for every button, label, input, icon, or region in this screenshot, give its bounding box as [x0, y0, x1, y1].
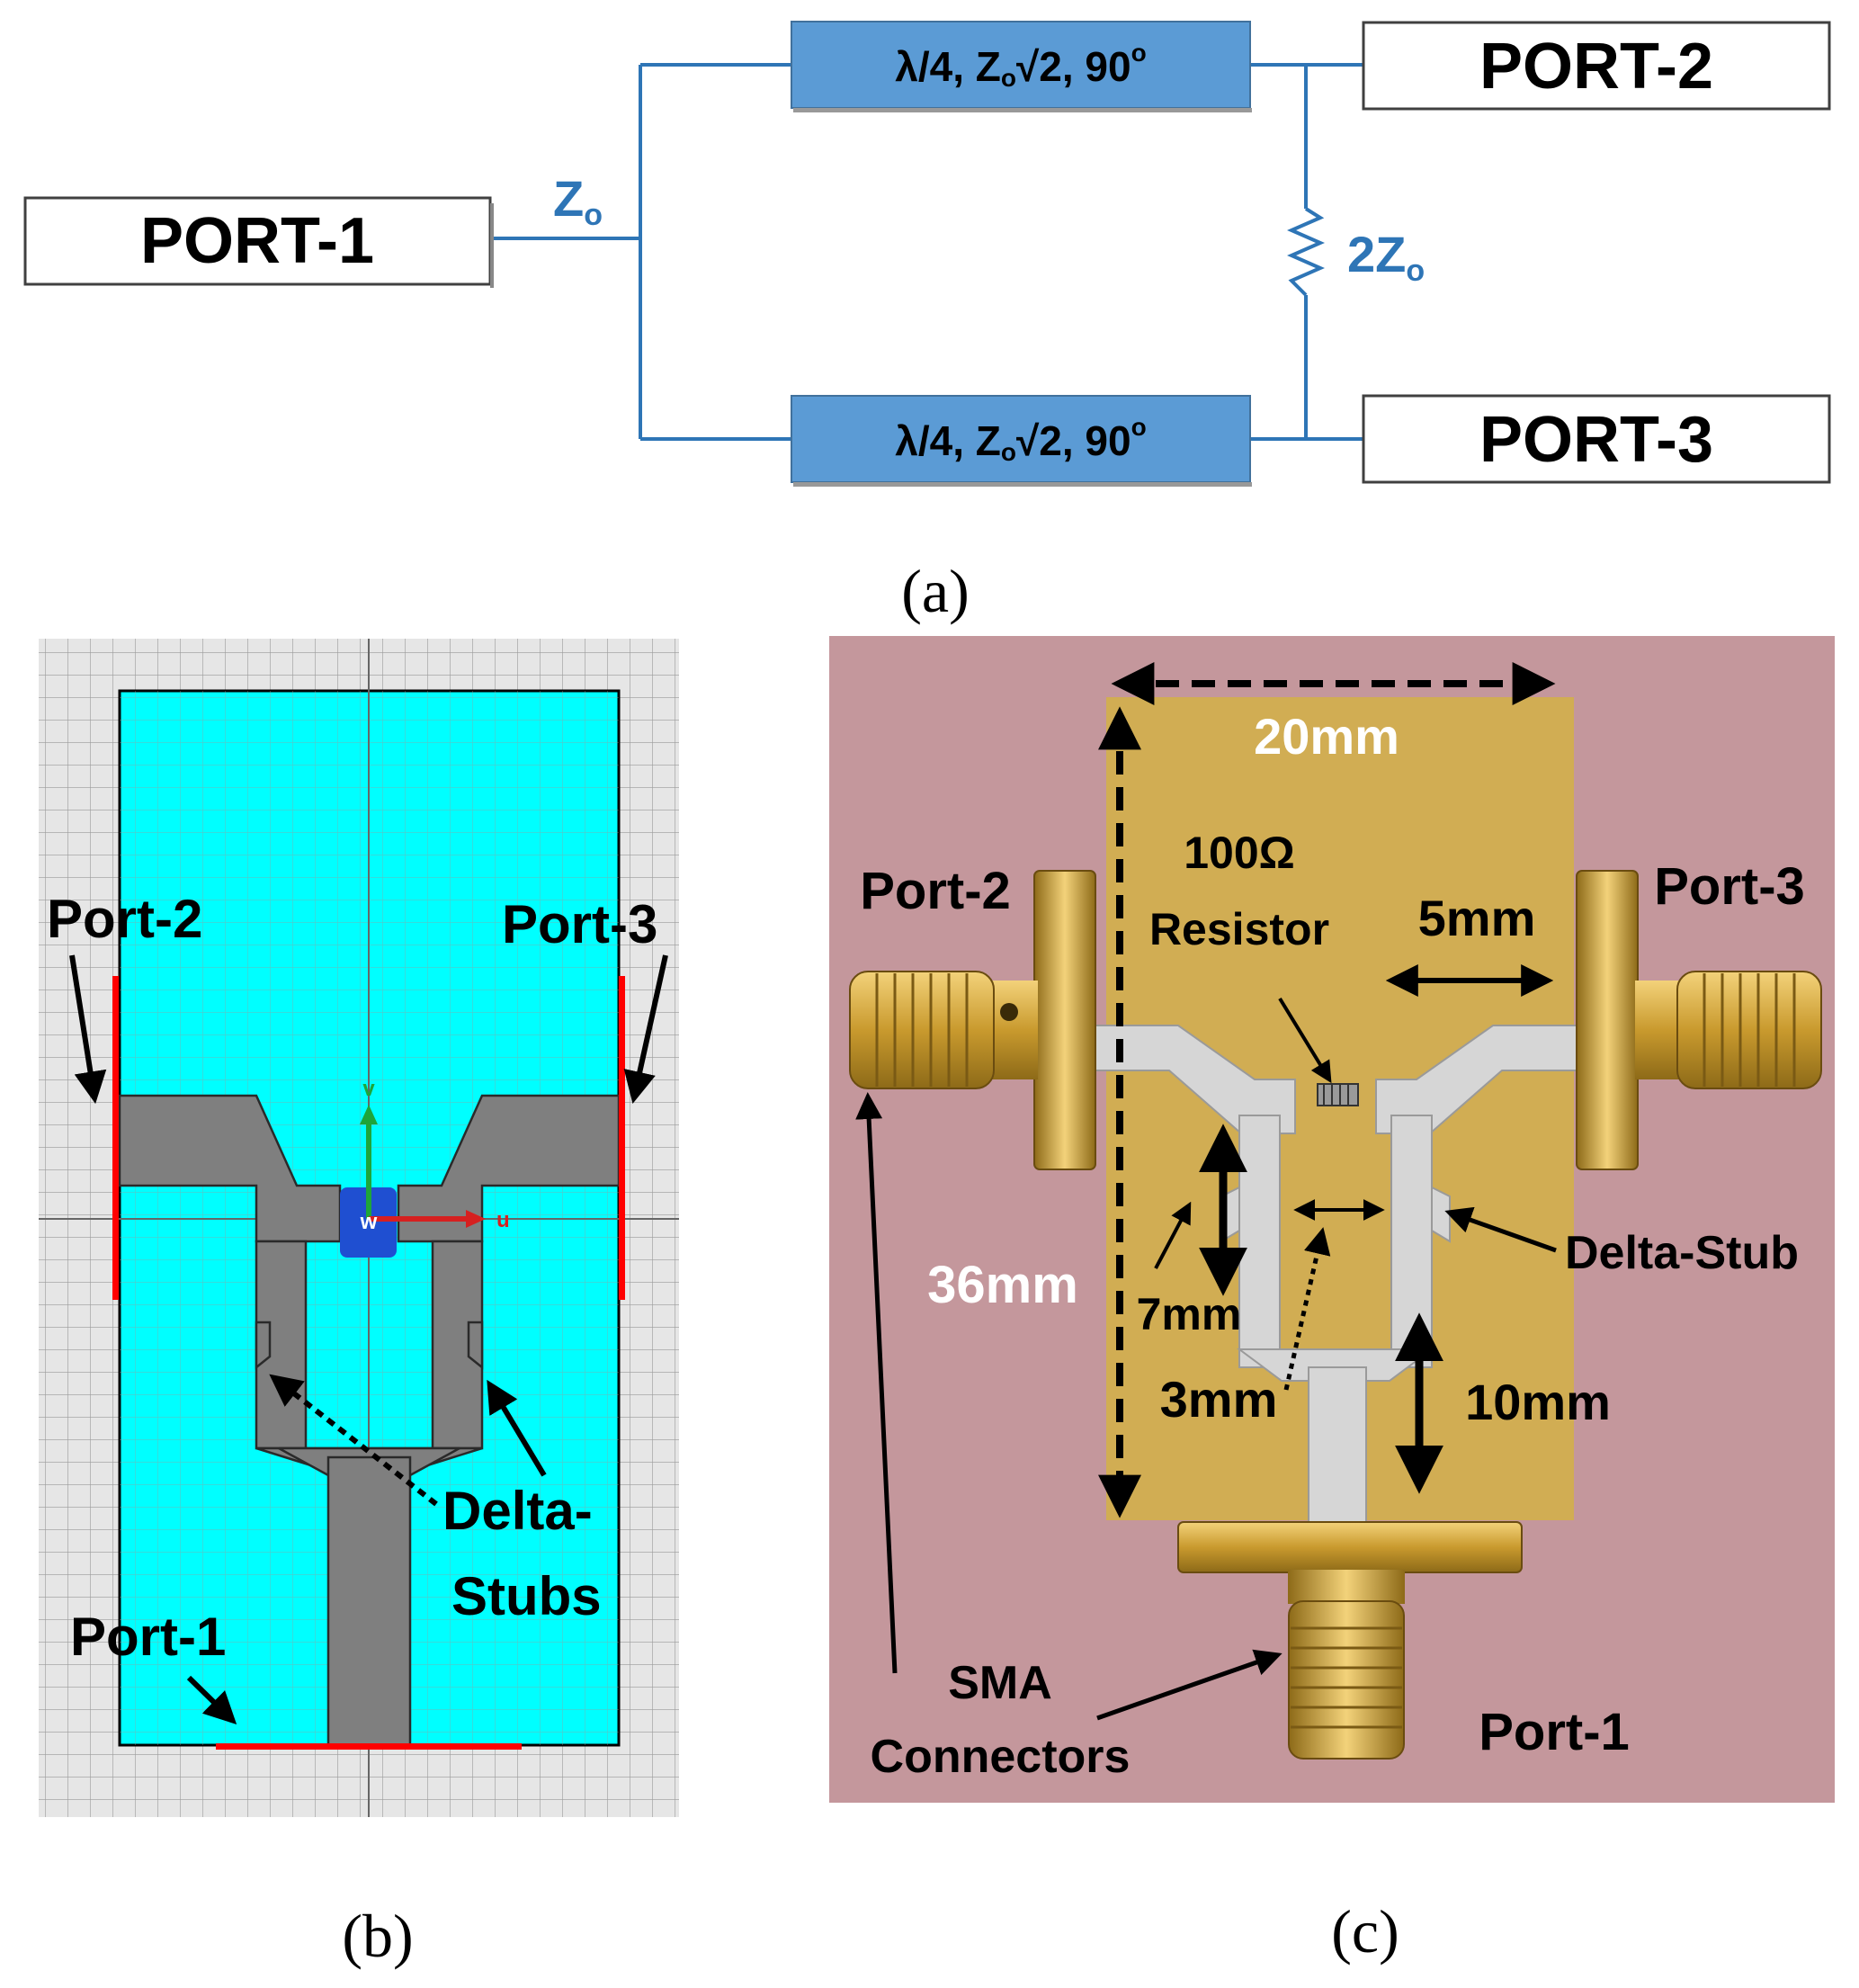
- transmission-lines: [490, 63, 1363, 441]
- sma-connector-port-2: [849, 870, 1096, 1170]
- resistor-value-label: 100Ω: [1184, 828, 1295, 878]
- port-2-box: PORT-2: [1362, 21, 1831, 111]
- panel-c-photo: 20mm 36mm 100Ω Resistor 5mm 7mm 3mm 10mm…: [829, 636, 1835, 1966]
- port-1-label-c: Port-1: [1479, 1703, 1630, 1761]
- port-3-label-b: Port-3: [502, 894, 657, 954]
- resistor-word-label: Resistor: [1149, 904, 1329, 954]
- caption-a: (a): [901, 557, 969, 625]
- delta-stub-label: Delta-Stub: [1565, 1227, 1799, 1279]
- panel-a-schematic: PORT-1 PORT-2 PORT-3 λ/4, Zo√2, 90o λ/4,…: [23, 21, 1831, 625]
- svg-text:u: u: [496, 1208, 510, 1232]
- svg-text:v: v: [362, 1077, 375, 1101]
- panel-b-layout: v u w Port-2 Port-3 Port-1 Delta- Stubs …: [39, 639, 679, 1970]
- port-3-label: PORT-3: [1479, 404, 1713, 476]
- resistor-zigzag: [1287, 207, 1325, 297]
- svg-text:w: w: [360, 1210, 378, 1234]
- port-2-label-b: Port-2: [47, 889, 202, 949]
- resistor-impedance-label: 2Zo: [1347, 226, 1425, 288]
- svg-text:λ/4, Zo√2, 90o: λ/4, Zo√2, 90o: [895, 39, 1146, 92]
- sma-label-2: Connectors: [871, 1731, 1131, 1783]
- quarter-wave-line-top: λ/4, Zo√2, 90o: [791, 21, 1252, 112]
- dim-3mm-label: 3mm: [1160, 1371, 1278, 1428]
- coordinate-axes: v u w: [340, 1077, 510, 1258]
- port-3-box: PORT-3: [1362, 394, 1831, 484]
- height-dimension-label: 36mm: [927, 1256, 1078, 1314]
- delta-stubs-label-1: Delta-: [442, 1481, 593, 1541]
- dim-10mm-label: 10mm: [1465, 1374, 1611, 1430]
- microstrip-traces: [118, 1094, 621, 1749]
- annotation-arrows-b: [69, 954, 668, 1725]
- port-markers: [112, 976, 625, 1750]
- delta-stubs-label-2: Stubs: [451, 1566, 602, 1626]
- port-2-label-c: Port-2: [860, 862, 1011, 920]
- dim-5mm-label: 5mm: [1418, 890, 1536, 946]
- dim-7mm-label: 7mm: [1137, 1289, 1242, 1339]
- svg-text:λ/4, Zo√2, 90o: λ/4, Zo√2, 90o: [895, 413, 1146, 466]
- port-3-label-c: Port-3: [1654, 857, 1805, 916]
- feed-impedance-label: Zo: [553, 170, 603, 232]
- port-1-label: PORT-1: [140, 205, 374, 277]
- dimension-arrows: [855, 662, 1557, 1721]
- sma-connector-port-3: [1576, 870, 1822, 1170]
- port-1-box: PORT-1: [23, 196, 494, 288]
- width-dimension-label: 20mm: [1254, 708, 1399, 765]
- quarter-wave-line-bottom: λ/4, Zo√2, 90o: [791, 395, 1252, 487]
- sma-label-1: SMA: [948, 1657, 1052, 1709]
- caption-b: (b): [342, 1902, 413, 1970]
- caption-c: (c): [1331, 1897, 1399, 1966]
- pcb-traces: [1083, 1025, 1588, 1535]
- sma-connector-port-1: [1177, 1521, 1523, 1760]
- port-2-label: PORT-2: [1479, 31, 1713, 103]
- port-1-label-b: Port-1: [70, 1607, 226, 1667]
